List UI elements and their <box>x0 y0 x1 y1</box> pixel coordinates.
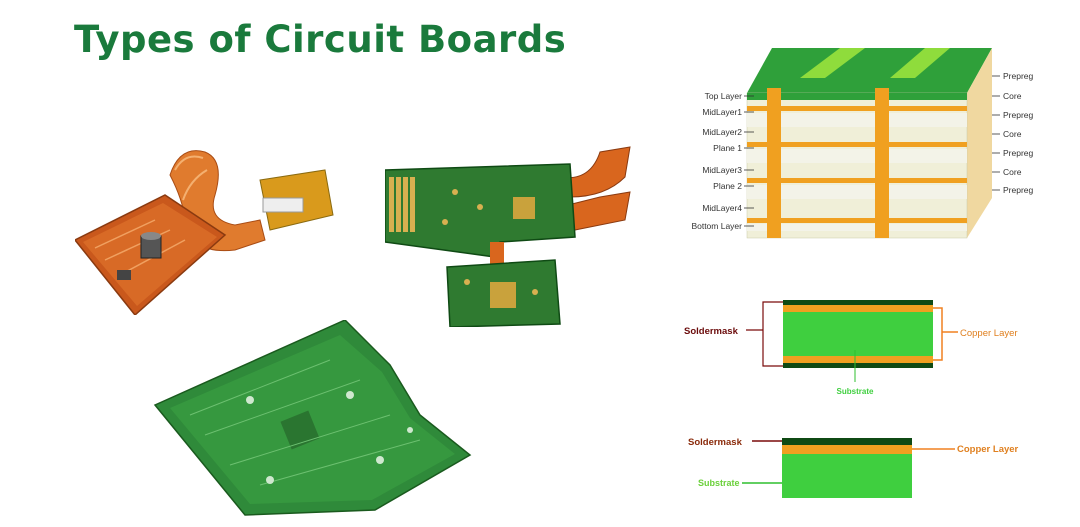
right-label: Prepreg <box>1003 148 1034 158</box>
soldermask-label: Soldermask <box>688 437 743 448</box>
left-label: Top Layer <box>705 91 742 101</box>
double-sided-pcb-diagram: Soldermask Copper Layer Substrate <box>684 300 1018 396</box>
right-label: Core <box>1003 129 1022 139</box>
left-label: MidLayer1 <box>702 107 742 117</box>
substrate-label: Substrate <box>698 478 740 488</box>
left-label: Plane 2 <box>713 181 742 191</box>
left-label: MidLayer2 <box>702 127 742 137</box>
single-sided-pcb-diagram: Soldermask Copper Layer Substrate <box>688 437 1019 498</box>
left-label: MidLayer3 <box>702 165 742 175</box>
soldermask-label: Soldermask <box>684 326 739 337</box>
left-label: Plane 1 <box>713 143 742 153</box>
substrate-label: Substrate <box>837 387 874 396</box>
right-label: Prepreg <box>1003 185 1034 195</box>
rigid-pcb-image <box>153 320 472 516</box>
copper-layer-label: Copper Layer <box>957 444 1019 455</box>
left-label: Bottom Layer <box>691 221 742 231</box>
right-label: Prepreg <box>1003 110 1034 120</box>
right-label: Prepreg <box>1003 71 1034 81</box>
rigid-flex-pcb-image <box>385 146 631 327</box>
flex-pcb-image <box>75 150 334 315</box>
right-label: Core <box>1003 91 1022 101</box>
multilayer-stackup-diagram: Top Layer MidLayer1 MidLayer2 Plane 1 Mi… <box>691 48 1034 239</box>
left-label: MidLayer4 <box>702 203 742 213</box>
copper-layer-label: Copper Layer <box>960 328 1018 339</box>
right-label: Core <box>1003 167 1022 177</box>
page-title: Types of Circuit Boards <box>74 18 567 61</box>
